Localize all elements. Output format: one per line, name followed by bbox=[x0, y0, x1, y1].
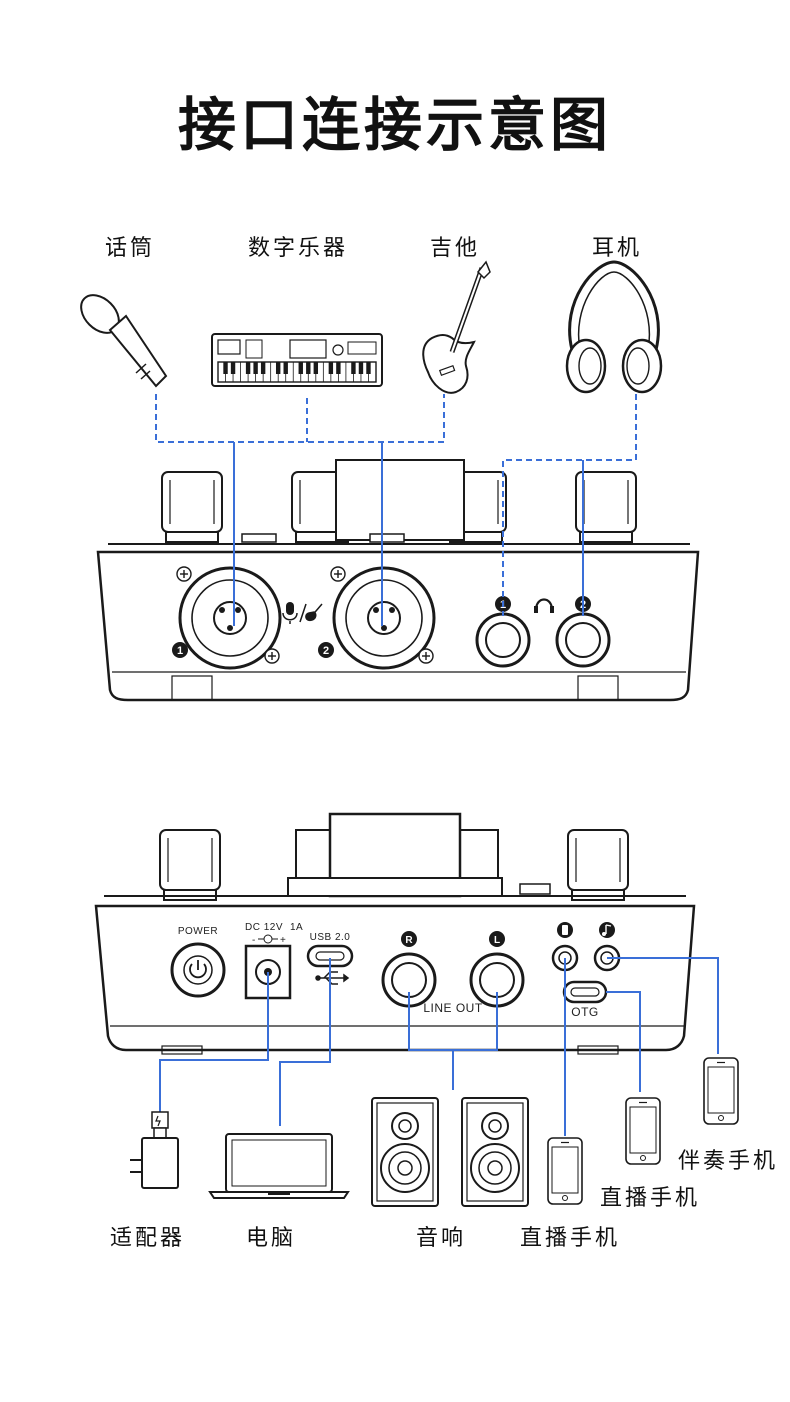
keyboard-black-key bbox=[275, 362, 281, 374]
guitar-icon bbox=[422, 260, 491, 394]
line-out-label: LINE OUT bbox=[423, 1001, 483, 1015]
keyboard-black-key bbox=[358, 362, 364, 374]
svg-text:L: L bbox=[494, 935, 500, 946]
label-computer: 电脑 bbox=[246, 1226, 297, 1251]
keyboard-black-key bbox=[230, 362, 236, 374]
line-out-r-jack[interactable]: R bbox=[381, 931, 437, 1008]
dc-polarity-icon: - + bbox=[252, 934, 286, 946]
combo-input-2[interactable] bbox=[330, 566, 436, 670]
keyboard-keys bbox=[223, 362, 371, 382]
badge-input-2: 2 bbox=[318, 642, 334, 658]
dc-label: DC 12V bbox=[245, 922, 283, 933]
keyboard-black-key bbox=[260, 362, 266, 374]
power-button[interactable] bbox=[170, 942, 226, 998]
svg-text:-: - bbox=[252, 935, 256, 946]
label-keyboard: 数字乐器 bbox=[248, 236, 349, 261]
label-live-phone-2: 直播手机 bbox=[600, 1186, 701, 1211]
live-phone-1-icon bbox=[547, 1137, 583, 1205]
laptop-icon bbox=[208, 1133, 350, 1199]
back-connection-lines bbox=[159, 957, 719, 1136]
label-adapter: 适配器 bbox=[110, 1226, 186, 1251]
keyboard-black-key bbox=[283, 362, 288, 374]
label-guitar: 吉他 bbox=[430, 236, 481, 261]
badge-input-1: 1 bbox=[172, 642, 188, 658]
mic-guitar-symbol-icon bbox=[282, 602, 323, 624]
keyboard-black-key bbox=[245, 362, 251, 374]
svg-text:+: + bbox=[280, 935, 286, 946]
live-phone-2-icon bbox=[625, 1097, 661, 1165]
otg-port[interactable] bbox=[562, 980, 608, 1004]
page-title: 接口连接示意图 bbox=[177, 91, 612, 159]
dc-current-label: 1A bbox=[290, 922, 303, 933]
speaker-left-icon bbox=[371, 1097, 439, 1207]
usb-label: USB 2.0 bbox=[310, 932, 351, 943]
phone-symbol-icon bbox=[557, 922, 573, 938]
keyboard-black-key bbox=[253, 362, 258, 374]
label-backing-phone: 伴奏手机 bbox=[678, 1149, 779, 1174]
headphones-icon bbox=[565, 260, 663, 394]
keyboard-icon bbox=[211, 333, 383, 387]
keyboard-black-key bbox=[328, 362, 334, 374]
speaker-right-icon bbox=[461, 1097, 529, 1207]
keyboard-black-key bbox=[313, 362, 319, 374]
keyboard-black-key bbox=[298, 362, 303, 374]
power-label: POWER bbox=[178, 926, 218, 937]
label-mic: 话筒 bbox=[105, 236, 156, 261]
keyboard-black-key bbox=[336, 362, 341, 374]
keyboard-black-key bbox=[306, 362, 311, 374]
backing-phone-icon bbox=[703, 1057, 739, 1125]
music-note-icon bbox=[599, 922, 615, 938]
keyboard-black-key bbox=[366, 362, 371, 374]
keyboard-black-key bbox=[351, 362, 356, 374]
otg-label: OTG bbox=[571, 1005, 599, 1019]
power-adapter-icon bbox=[130, 1111, 179, 1189]
label-headphones: 耳机 bbox=[592, 236, 643, 261]
microphone-icon bbox=[80, 294, 168, 388]
svg-text:2: 2 bbox=[323, 645, 329, 657]
label-speakers: 音响 bbox=[416, 1226, 467, 1251]
svg-text:1: 1 bbox=[177, 645, 183, 657]
front-connection-lines bbox=[155, 394, 637, 626]
keyboard-black-key bbox=[223, 362, 228, 374]
combo-input-1[interactable] bbox=[176, 566, 282, 670]
label-live-phone-1: 直播手机 bbox=[520, 1226, 621, 1251]
svg-text:R: R bbox=[405, 935, 413, 946]
line-out-l-jack[interactable]: L bbox=[469, 931, 525, 1008]
